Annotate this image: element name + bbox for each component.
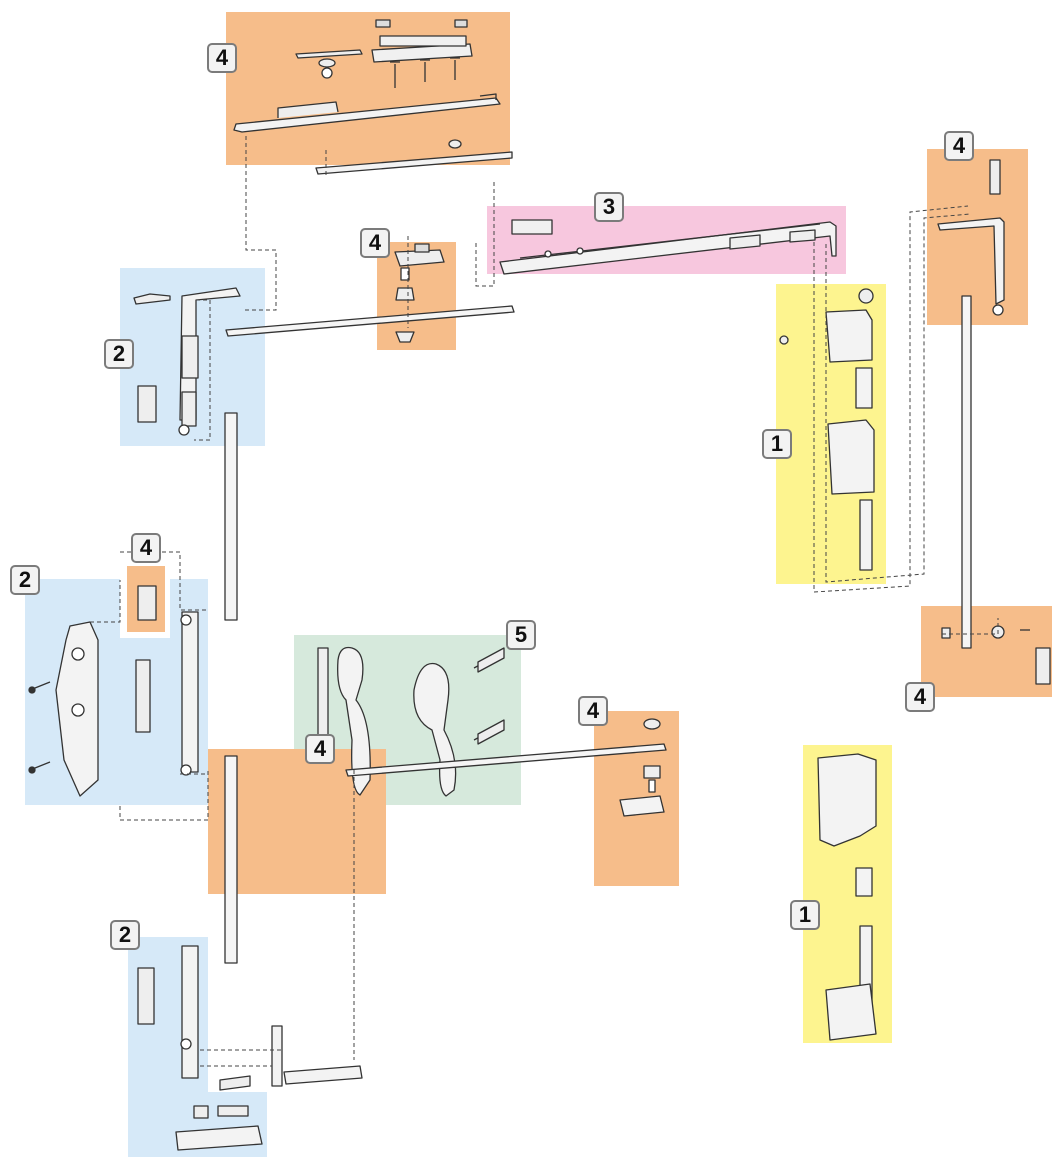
right-vertical-rod [961, 295, 972, 649]
label-handle-set: 5 [506, 620, 536, 650]
label-bottom-middle-corner: 4 [305, 734, 335, 764]
label-left-lower-corner-drive: 2 [110, 920, 140, 950]
label-right-lower-bracket: 4 [905, 682, 935, 712]
label-top-left-hardware: 4 [207, 43, 237, 73]
left-upper-corner-drive-parts [133, 287, 241, 436]
bottom-right-bearing-parts [619, 718, 665, 817]
label-left-middle-keeper: 4 [131, 533, 161, 563]
label-top-right-stay: 3 [594, 192, 624, 222]
top-left-hardware-parts [233, 19, 513, 175]
label-right-hinge-upper: 1 [762, 429, 792, 459]
zone-right-upper-corner [927, 149, 1028, 325]
top-middle-keeper-parts [394, 243, 445, 343]
label-left-middle-drive: 2 [10, 565, 40, 595]
label-top-middle-keeper: 4 [360, 228, 390, 258]
left-middle-drive-parts [28, 611, 199, 797]
left-lower-rod [224, 755, 238, 964]
right-hinge-lower-parts [817, 753, 877, 1041]
right-upper-corner-parts [937, 159, 1005, 316]
zone-right-lower-bracket [921, 606, 1052, 697]
zone-left-middle-drive [25, 579, 208, 805]
bottom-connecting-rod [345, 743, 667, 777]
dashed-connectors [90, 136, 999, 1067]
handle-set-parts [317, 646, 505, 797]
label-bottom-right-bearing: 4 [578, 696, 608, 726]
right-hinge-upper-parts [779, 288, 875, 571]
bottom-middle-corner-parts [219, 1025, 363, 1091]
left-upper-rod [224, 412, 238, 621]
right-lower-bracket-parts [941, 625, 1051, 685]
label-left-upper-corner-drive: 2 [104, 339, 134, 369]
label-right-upper-corner: 4 [944, 131, 974, 161]
left-middle-keeper-part [137, 585, 157, 621]
top-connecting-rod [225, 305, 515, 337]
left-lower-corner-drive-parts [137, 945, 263, 1151]
top-right-stay-parts [499, 219, 837, 275]
label-right-hinge-lower: 1 [790, 900, 820, 930]
